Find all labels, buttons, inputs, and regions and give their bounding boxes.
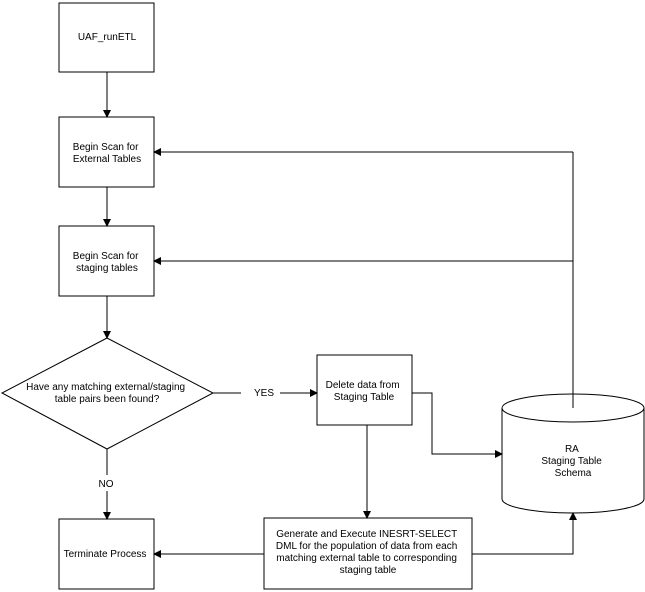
edge-yes-label: YES — [254, 388, 274, 399]
decision-label: Have any matching external/staging table… — [26, 382, 188, 405]
uaf-runetl-box — [58, 2, 155, 73]
ra-schema-label: RA Staging Table Schema — [541, 444, 604, 479]
generate-execute-label: Generate and Execute INESRT-SELECT DML f… — [276, 529, 460, 576]
terminate-label: Terminate Process — [64, 549, 147, 560]
edge-delete-to-schema — [412, 392, 503, 458]
scan-external-label: Begin Scan for External Tables — [73, 142, 141, 165]
scan-external-box — [58, 116, 155, 188]
uaf-runetl-label: UAF_runETL — [78, 32, 137, 43]
scan-staging-label: Begin Scan for staging tables — [73, 251, 141, 274]
generate-execute-box — [263, 517, 473, 590]
edge-no-label: NO — [99, 479, 114, 490]
delete-data-label: Delete data from Staging Table — [326, 380, 403, 403]
edge-generate-to-schema — [472, 512, 577, 555]
